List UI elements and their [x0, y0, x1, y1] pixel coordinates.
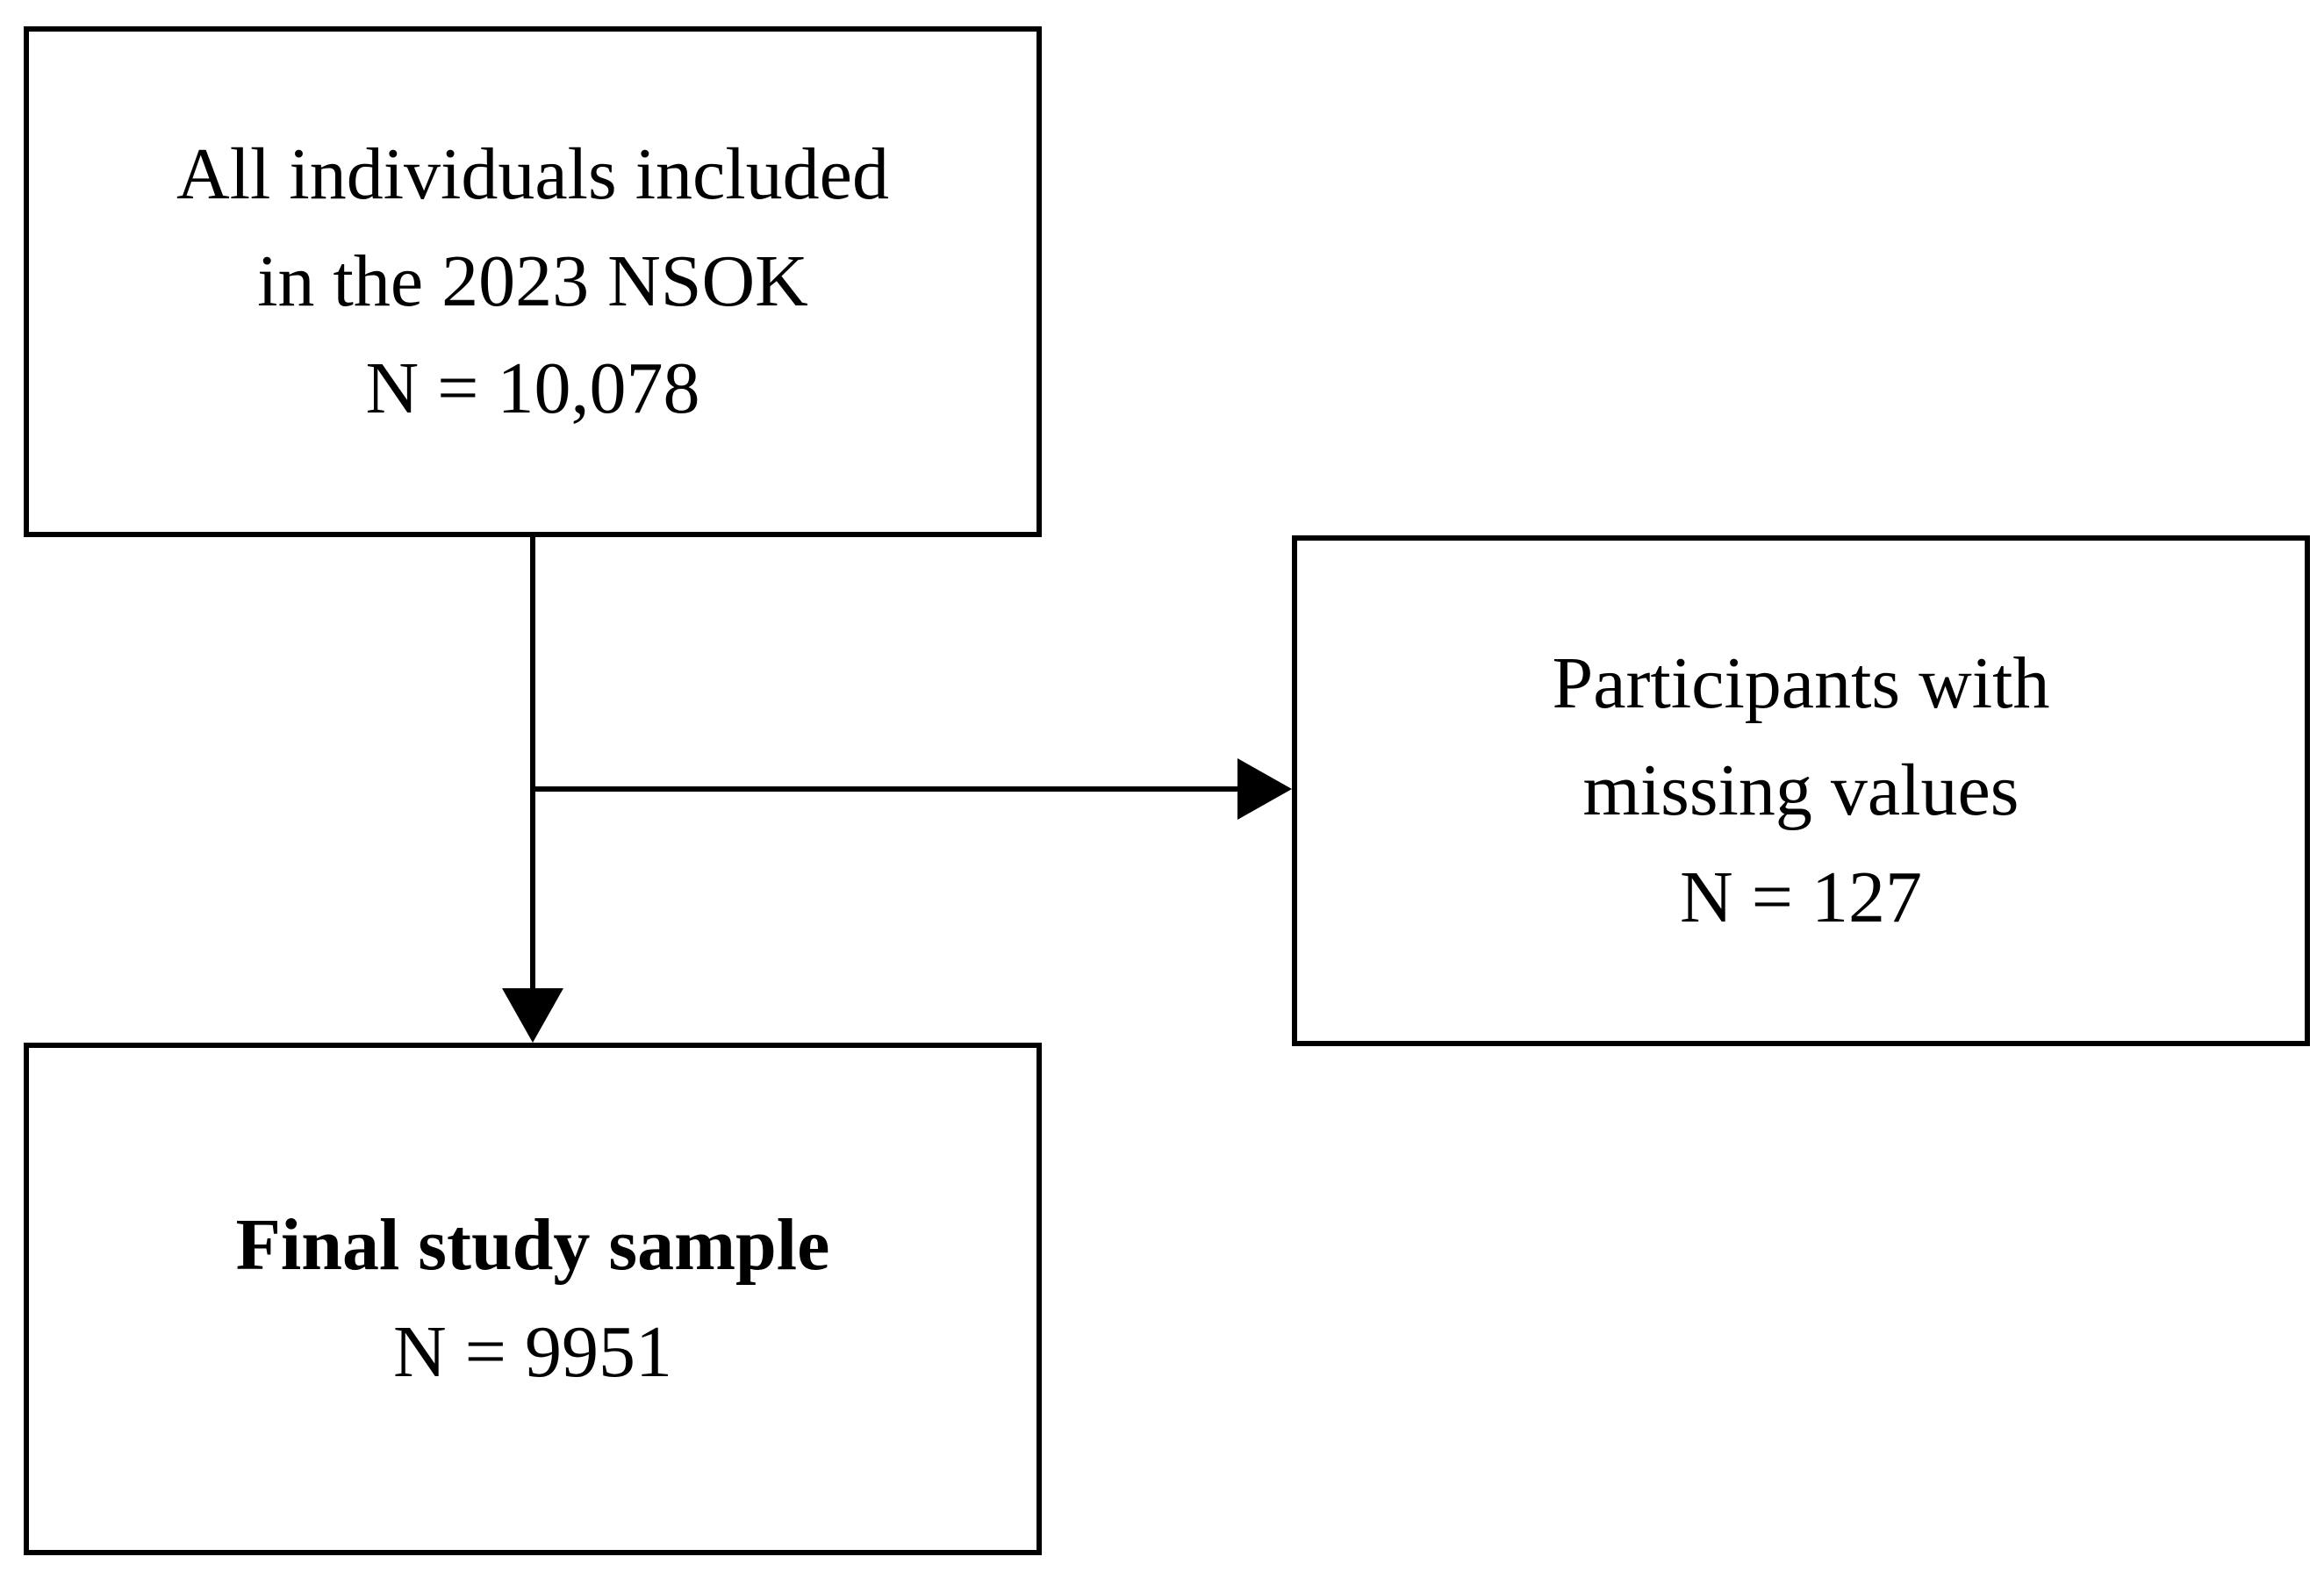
final-sample-title: Final study sample — [235, 1204, 830, 1286]
all-individuals-count: N = 10,078 — [365, 348, 700, 429]
all-individuals-line1: All individuals included — [176, 133, 889, 215]
excluded-participants-box: Participants with missing values N = 127 — [1292, 535, 2310, 1046]
excluded-count: N = 127 — [1679, 857, 1923, 938]
final-sample-count: N = 9951 — [392, 1311, 673, 1393]
arrowhead-down-icon — [502, 988, 563, 1043]
excluded-line1: Participants with — [1552, 642, 2050, 724]
final-sample-box: Final study sample N = 9951 — [24, 1043, 1042, 1555]
all-individuals-line2: in the 2023 NSOK — [257, 240, 808, 322]
arrowhead-right-icon — [1237, 758, 1292, 820]
excluded-line2: missing values — [1582, 750, 2019, 831]
all-individuals-box: All individuals included in the 2023 NSO… — [24, 26, 1042, 537]
